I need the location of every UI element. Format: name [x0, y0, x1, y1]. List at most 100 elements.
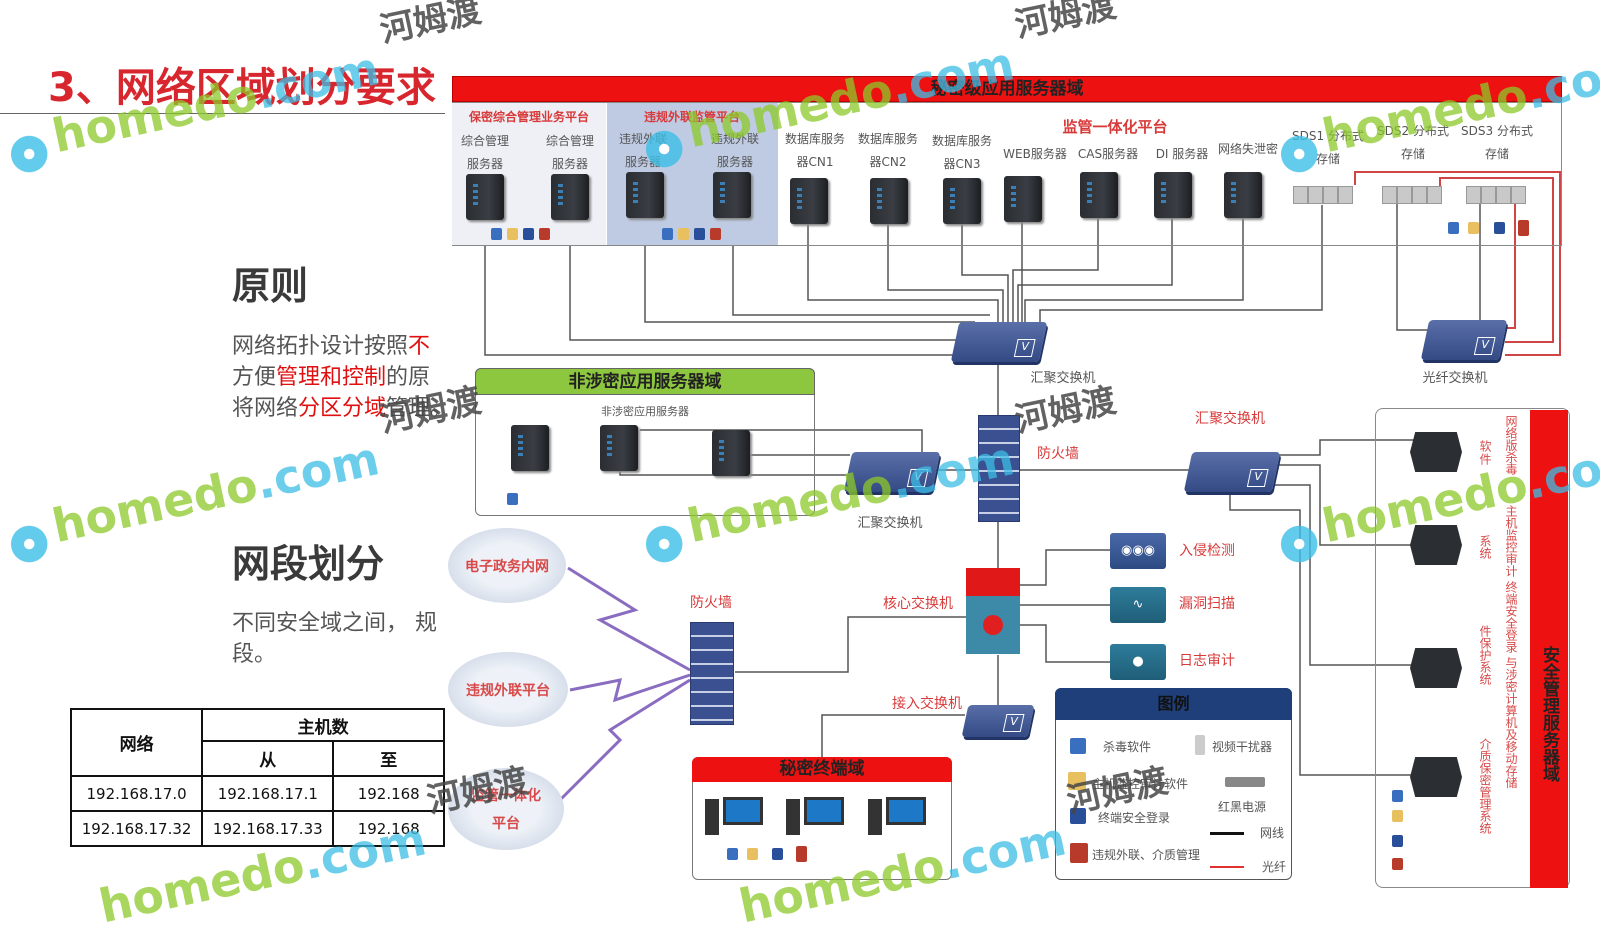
- aggregation-switch-icon: [950, 322, 1048, 362]
- label-line: 数据库服务: [857, 132, 919, 146]
- log-audit-label: 日志审计: [1179, 653, 1235, 669]
- firewall-icon: [690, 622, 734, 725]
- host-audit-icon: [678, 228, 689, 240]
- fiber-swatch: [1210, 866, 1244, 868]
- label-line: 器CN1: [796, 155, 834, 169]
- platform2-title: 违规外联监管平台: [643, 110, 741, 124]
- label-line: SDS3 分布式: [1461, 124, 1533, 138]
- server-icon: [1154, 172, 1192, 218]
- text-run: 网络拓扑设计按照: [232, 334, 409, 359]
- di-server-label: DI 服务器: [1155, 147, 1209, 161]
- label-line: 服务器: [551, 157, 589, 171]
- server-icon: [712, 430, 750, 476]
- db-server-label: 数据库服务器CN3: [932, 130, 992, 176]
- host-audit-icon: [1068, 772, 1086, 790]
- highlight-run: 管理和控制: [276, 365, 387, 390]
- access-switch-label: 接入交换机: [892, 696, 962, 712]
- media-control-icon: [796, 846, 807, 862]
- core-switch-icon: [966, 596, 1020, 654]
- agg-switch-right-label: 汇聚交换机: [1195, 411, 1265, 427]
- db-server-label: 数据库服务器CN2: [858, 128, 918, 174]
- label-line: 存储: [1484, 147, 1509, 161]
- text-line: 不同安全域之间， 规: [232, 611, 437, 636]
- slide-title: 3、网络区域划分要求: [48, 65, 436, 111]
- core-switch-top: [966, 568, 1020, 596]
- leak-server-label: 网络失泄密: [1217, 142, 1279, 156]
- agg-switch-top-label: 汇聚交换机: [1030, 371, 1096, 386]
- antivirus-icon: [507, 493, 518, 505]
- aggregation-switch-icon: [1183, 452, 1281, 492]
- pc-icon: [786, 797, 848, 837]
- platform3-title: 监管一体化平台: [1062, 118, 1168, 136]
- principle-text: 网络拓扑设计按照不 方便管理和控制的原 将网络分区分域管理。: [232, 331, 445, 424]
- header-from: 从: [201, 740, 335, 777]
- vuln-scan-label: 漏洞扫描: [1179, 596, 1235, 612]
- agg-switch-left-label: 汇聚交换机: [857, 516, 923, 531]
- fiber-switch-icon: [1420, 320, 1508, 360]
- antivirus-icon: [1392, 790, 1403, 802]
- server-icon: [626, 172, 664, 218]
- header-hosts: 主机数: [201, 708, 445, 742]
- antivirus-icon: [727, 848, 738, 860]
- label-line: 综合管理: [545, 134, 595, 148]
- server-icon: [870, 178, 908, 224]
- legend-item: 光纤: [1262, 860, 1287, 874]
- firewall-left-label: 防火墙: [690, 595, 732, 611]
- fiber-switch-label: 光纤交换机: [1422, 371, 1488, 386]
- ids-label: 入侵检测: [1179, 543, 1235, 559]
- antivirus-icon: [662, 228, 673, 240]
- label-line: SDS1 分布式: [1292, 129, 1364, 143]
- legend-title: 图例: [1055, 688, 1292, 720]
- cell: 192.168: [332, 810, 445, 847]
- core-switch-label: 核心交换机: [883, 596, 953, 612]
- legend-item: 红黑电源: [1218, 800, 1267, 814]
- label-line: 违规外联: [618, 132, 668, 146]
- antivirus-icon: [491, 228, 502, 240]
- host-audit-icon: [1468, 222, 1479, 234]
- cloud-label: 违规外联平台: [466, 682, 550, 699]
- label-line: 综合管理: [460, 134, 510, 148]
- storage-array-icon: [1293, 186, 1353, 204]
- text-run: 方便: [232, 365, 277, 390]
- server-icon: [1224, 172, 1262, 218]
- text-line: 段。: [232, 642, 277, 667]
- text-run: 的原: [386, 365, 431, 390]
- db-server-label: 数据库服务器CN1: [785, 128, 845, 174]
- cloud-label: 平台: [492, 816, 520, 832]
- host-audit-icon: [507, 228, 518, 240]
- server-icon: [1410, 432, 1462, 472]
- legend-item: 主机监控审计软件: [1092, 777, 1189, 791]
- terminal-domain-header: 秘密终端域: [692, 757, 952, 782]
- ids-device-icon: ◉◉◉: [1110, 533, 1166, 569]
- legend-item: 终端安全登录: [1098, 811, 1171, 825]
- label-line: 器CN2: [869, 155, 907, 169]
- legend-item: 违规外联、介质管理: [1092, 848, 1201, 862]
- cell: 192.168.17.32: [69, 810, 204, 847]
- server-icon: [1410, 648, 1462, 688]
- server-icon: [713, 172, 751, 218]
- pc-icon: [705, 797, 767, 837]
- text-run: 将网络: [232, 396, 299, 421]
- redblack-power-icon: [1225, 777, 1265, 787]
- storage-label: SDS2 分布式存储: [1377, 120, 1449, 166]
- cloud-supervision-platform: 监管一体化平台: [448, 768, 564, 850]
- mgmt-label-outer: 网络版杀毒: [1504, 415, 1518, 475]
- video-jammer-icon: [1195, 735, 1205, 755]
- media-control-icon: [710, 228, 721, 240]
- server-icon: [1004, 176, 1042, 222]
- antivirus-icon: [1448, 222, 1459, 234]
- server-icon: [511, 425, 549, 471]
- terminal-login-icon: [523, 228, 534, 240]
- mgmt-domain-box: [1375, 408, 1570, 888]
- terminal-login-icon: [772, 848, 783, 860]
- cas-server-label: CAS服务器: [1077, 147, 1139, 161]
- legend-item: 杀毒软件: [1103, 740, 1152, 754]
- firewall-icon: [978, 415, 1020, 522]
- server-icon: [943, 178, 981, 224]
- server-icon: [600, 425, 638, 471]
- mgmt-label-inner: 软件: [1478, 440, 1492, 466]
- vuln-scan-device-icon: ∿: [1110, 587, 1166, 623]
- title-divider: [0, 113, 445, 114]
- label-line: 服务器: [466, 157, 504, 171]
